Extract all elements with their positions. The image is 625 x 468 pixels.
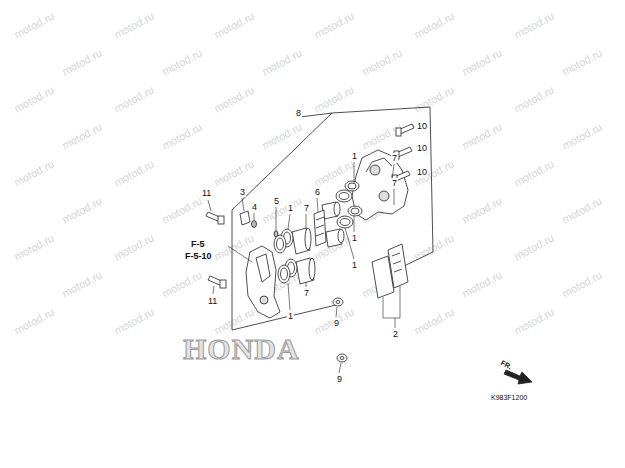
site-watermark: motod.ru (112, 10, 156, 41)
diagram-code: K983F1200 (490, 393, 528, 403)
site-watermark: motod.ru (512, 158, 556, 189)
caliper-body (246, 246, 280, 318)
front-arrow (504, 370, 532, 384)
brand-watermark: HONDA (183, 332, 300, 366)
callout-number: 7 (303, 203, 310, 213)
site-watermark: motod.ru (260, 195, 304, 226)
site-watermark: motod.ru (112, 158, 156, 189)
callout-number: 9 (336, 374, 343, 384)
site-watermark: motod.ru (512, 306, 556, 337)
part-reference: F-5-10 (184, 251, 213, 261)
site-watermark: motod.ru (60, 269, 104, 300)
site-watermark: motod.ru (560, 47, 604, 78)
callout-number: 3 (239, 187, 246, 197)
site-watermark: motod.ru (412, 306, 456, 337)
callout-number: 1 (287, 203, 294, 213)
callout-number: 10 (416, 143, 428, 153)
site-watermark: motod.ru (160, 121, 204, 152)
site-watermark: motod.ru (12, 84, 56, 115)
site-watermark: motod.ru (12, 306, 56, 337)
site-watermark: motod.ru (460, 269, 504, 300)
site-watermark: motod.ru (60, 195, 104, 226)
callout-number: 1 (351, 233, 358, 243)
site-watermark: motod.ru (212, 158, 256, 189)
callout-number: 7 (391, 178, 398, 188)
site-watermark: motod.ru (312, 10, 356, 41)
site-watermark: motod.ru (560, 121, 604, 152)
site-watermark: motod.ru (512, 84, 556, 115)
site-watermark: motod.ru (60, 121, 104, 152)
site-watermark: motod.ru (260, 47, 304, 78)
site-watermark: motod.ru (412, 232, 456, 263)
site-watermark: motod.ru (160, 195, 204, 226)
callout-number: 1 (351, 151, 358, 161)
site-watermark: motod.ru (12, 232, 56, 263)
site-watermark: motod.ru (160, 269, 204, 300)
site-watermark: motod.ru (460, 47, 504, 78)
site-watermark: motod.ru (412, 84, 456, 115)
site-watermark: motod.ru (60, 47, 104, 78)
site-watermark: motod.ru (460, 121, 504, 152)
site-watermark: motod.ru (512, 232, 556, 263)
callout-number: 6 (314, 187, 321, 197)
site-watermark: motod.ru (560, 269, 604, 300)
assembly-bracket (232, 113, 336, 330)
callout-number: 9 (333, 318, 340, 328)
callout-number: 4 (251, 202, 258, 212)
site-watermark: motod.ru (112, 306, 156, 337)
brake-pad (388, 244, 408, 288)
site-watermark: motod.ru (12, 10, 56, 41)
site-watermark: motod.ru (212, 306, 256, 337)
callout-number: 5 (273, 196, 280, 206)
callout-number: 10 (416, 121, 428, 131)
site-watermark: motod.ru (312, 84, 356, 115)
site-watermark: motod.ru (112, 232, 156, 263)
site-watermark: motod.ru (12, 158, 56, 189)
callout-number: 7 (391, 153, 398, 163)
callout-number: 11 (207, 296, 218, 306)
site-watermark: motod.ru (112, 84, 156, 115)
callout-number: 10 (416, 167, 428, 177)
site-watermark: motod.ru (560, 195, 604, 226)
callout-number: 1 (351, 260, 358, 270)
callout-number: 1 (287, 311, 294, 321)
callout-number: 2 (392, 329, 399, 339)
site-watermark: motod.ru (212, 10, 256, 41)
callout-number: 7 (303, 288, 310, 298)
site-watermark: motod.ru (412, 10, 456, 41)
site-watermark: motod.ru (360, 47, 404, 78)
site-watermark: motod.ru (212, 84, 256, 115)
direction-label: FR. (500, 359, 513, 370)
site-watermark: motod.ru (160, 47, 204, 78)
callout-number: 11 (201, 188, 212, 198)
part-reference: F-5 (190, 239, 206, 249)
site-watermark: motod.ru (460, 195, 504, 226)
assembly-bracket (300, 107, 433, 252)
site-watermark: motod.ru (512, 10, 556, 41)
callout-number: 8 (295, 108, 302, 118)
